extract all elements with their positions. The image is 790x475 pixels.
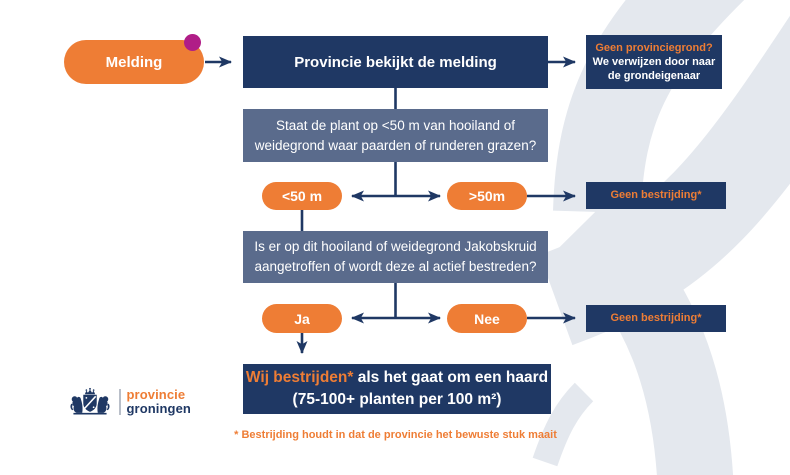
start-node-melding: Melding (64, 40, 204, 84)
side-box-no-control-2-label: Geen bestrijding* (610, 312, 702, 325)
pill-yes: Ja (262, 304, 342, 333)
pill-within-50m: <50 m (262, 182, 342, 210)
question1-box: Staat de plant op <50 m van hooiland of … (243, 109, 548, 162)
question2-line2: aangetroffen of wordt deze al actief bes… (254, 259, 537, 274)
provincie-groningen-logo: provincie groningen (66, 387, 191, 416)
side-box-no-control-1-label: Geen bestrijding* (610, 189, 702, 202)
groningen-coat-of-arms-icon (70, 387, 110, 415)
notification-dot (184, 34, 201, 51)
logo-divider (119, 388, 121, 415)
pill-within-50m-label: <50 m (281, 188, 323, 204)
question2-line1: Is er op dit hooiland of weidegrond Jako… (254, 239, 537, 255)
final-line2: (75-100+ planten per 100 m²) (292, 391, 502, 408)
logo-text-provincie: provincie (126, 386, 186, 402)
side-box-line1: We verwijzen door naar (592, 55, 716, 68)
final-highlight: Wij bestrijden* (245, 368, 354, 386)
pill-no-label: Nee (474, 310, 500, 327)
side-box-line2: de grondeigenaar (607, 70, 701, 83)
question2-box: Is er op dit hooiland of weidegrond Jako… (243, 231, 548, 283)
logo-text-groningen: groningen (126, 400, 191, 416)
pill-yes-label: Ja (294, 310, 310, 327)
side-box-no-control-2: Geen bestrijding* (586, 305, 726, 332)
start-label: Melding (105, 53, 163, 71)
side-box-no-province-ground: Geen provinciegrond? We verwijzen door n… (586, 35, 722, 89)
step-review-box: Provincie bekijkt de melding (243, 36, 548, 88)
step-review-label: Provincie bekijkt de melding (294, 53, 497, 71)
pill-beyond-50m-label: >50m (468, 188, 506, 204)
question1-line2: weidegrond waar paarden of runderen graz… (254, 137, 537, 153)
final-action-box: Wij bestrijden* als het gaat om een haar… (243, 364, 551, 414)
side-box-title: Geen provinciegrond? (595, 41, 713, 54)
pill-no: Nee (447, 304, 527, 333)
final-rest: als het gaat om een haard (353, 368, 549, 386)
pill-beyond-50m: >50m (447, 182, 527, 210)
final-line1: Wij bestrijden* als het gaat om een haar… (246, 367, 548, 389)
side-box-no-control-1: Geen bestrijding* (586, 182, 726, 209)
footnote: * Bestrijding houdt in dat de provincie … (234, 429, 557, 441)
question1-line1: Staat de plant op <50 m van hooiland of (275, 117, 516, 133)
